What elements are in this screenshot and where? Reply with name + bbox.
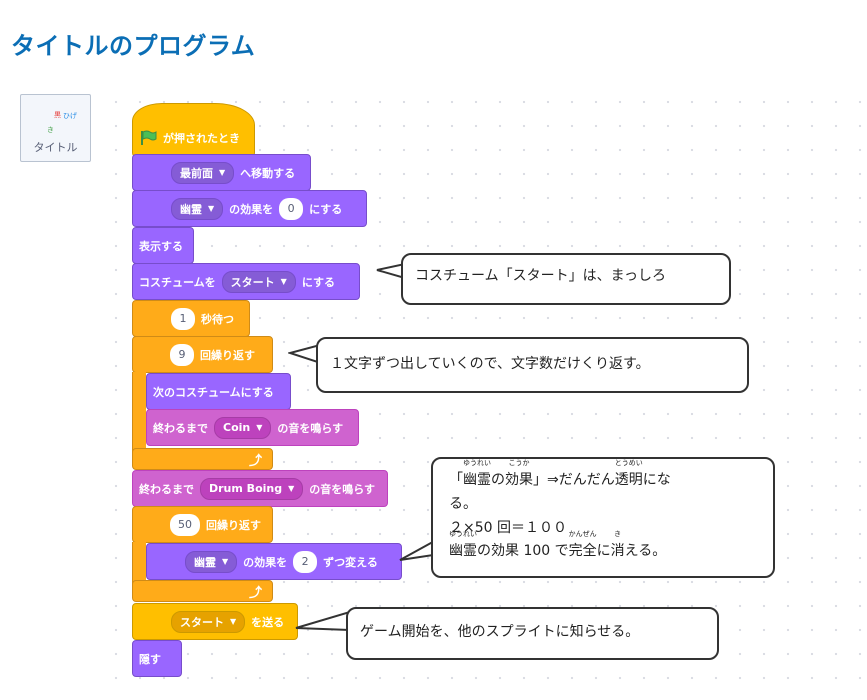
next-costume-block[interactable]: 次のコスチュームにする <box>146 373 291 410</box>
set-effect-label: の効果を <box>229 202 274 216</box>
repeat-header: 9 回繰り返す <box>132 336 273 373</box>
play-sound-suffix: の音を鳴らす <box>309 482 376 496</box>
broadcast-note-text: ゲーム開始を、他のスプライトに知らせる。 <box>360 624 640 640</box>
go-to-layer-label: へ移動する <box>240 166 296 180</box>
wait-seconds-input[interactable]: 1 <box>171 307 195 330</box>
sound-dropdown[interactable]: Coin▼ <box>214 416 272 439</box>
play-sound-label: 終わるまで <box>153 421 208 435</box>
repeat-footer: ⤴ <box>132 448 273 470</box>
show-label: 表示する <box>139 239 183 253</box>
when-flag-clicked-block[interactable]: が押されたとき <box>132 103 255 157</box>
chevron-down-icon: ▼ <box>288 484 295 493</box>
chevron-down-icon: ▼ <box>256 423 263 432</box>
ghost-note-line-2: る。 <box>449 495 477 512</box>
repeat-count-input[interactable]: 9 <box>170 343 194 366</box>
next-costume-label: 次のコスチュームにする <box>153 385 274 399</box>
play-sound-suffix: の音を鳴らす <box>277 421 344 435</box>
play-sound-label: 終わるまで <box>139 482 194 496</box>
sprite-tile[interactable]: 黒 ひげ き タイトル <box>20 94 91 162</box>
chevron-down-icon: ▼ <box>208 204 215 213</box>
hide-block[interactable]: 隠す <box>132 640 182 677</box>
repeat-label: 回繰り返す <box>206 518 261 532</box>
sprite-name: タイトル <box>33 141 78 154</box>
ghost-note-line-4: ゆうれい幽霊の効果 100 でかんぜん完全にき消える。 <box>449 530 667 560</box>
chevron-down-icon: ▼ <box>230 617 237 626</box>
switch-costume-suffix: にする <box>301 275 335 289</box>
repeat-arm-2 <box>132 542 146 584</box>
chevron-down-icon: ▼ <box>219 168 226 177</box>
ghost-note-line-1: 「ゆうれい幽霊のこうか効果」⇒だんだんとうめい透明にな <box>449 459 671 489</box>
effect-change-input[interactable]: 2 <box>293 550 318 573</box>
sound-dropdown[interactable]: Drum Boing▼ <box>200 477 304 500</box>
costume-dropdown[interactable]: スタート▼ <box>221 270 296 293</box>
effect-dropdown[interactable]: 幽霊▼ <box>171 197 224 220</box>
show-block[interactable]: 表示する <box>132 227 194 264</box>
repeat-count-input[interactable]: 50 <box>170 513 200 536</box>
chevron-down-icon: ▼ <box>222 557 229 566</box>
change-effect-suffix: ずつ変える <box>323 555 378 569</box>
message-dropdown[interactable]: スタート▼ <box>171 610 246 633</box>
ghost-note-bubble: 「ゆうれい幽霊のこうか効果」⇒だんだんとうめい透明にな る。 ２×50 回＝１０… <box>431 457 775 578</box>
bubble-tail <box>399 537 440 561</box>
repeat-note-text: １文字ずつ出していくので、文字数だけくり返す。 <box>330 356 650 372</box>
wait-block[interactable]: 1 秒待つ <box>132 300 250 337</box>
repeat-header-2: 50 回繰り返す <box>132 506 273 543</box>
chevron-down-icon: ▼ <box>280 277 287 286</box>
thumb-char-3: き <box>47 126 54 134</box>
costume-note-text: コスチューム「スタート」は、まっしろ <box>415 268 667 284</box>
green-flag-icon <box>141 130 157 145</box>
repeat-label: 回繰り返す <box>200 348 255 362</box>
repeat-footer-2: ⤴ <box>132 580 273 602</box>
wait-label: 秒待つ <box>201 312 234 326</box>
ghost-note-line-3: ２×50 回＝１００ <box>449 519 567 536</box>
repeat-arm <box>132 372 146 452</box>
costume-note-bubble: コスチューム「スタート」は、まっしろ <box>401 253 731 305</box>
repeat-block-2[interactable] <box>132 506 273 543</box>
thumb-char-2: ひげ <box>63 112 77 120</box>
repeat-note-bubble: １文字ずつ出していくので、文字数だけくり返す。 <box>316 337 749 393</box>
effect-value-input[interactable]: 0 <box>279 197 304 220</box>
switch-costume-label: コスチュームを <box>139 275 216 289</box>
loop-arrow-icon: ⤴ <box>248 585 262 601</box>
switch-costume-block[interactable]: コスチュームを スタート▼ にする <box>132 263 360 300</box>
broadcast-note-bubble: ゲーム開始を、他のスプライトに知らせる。 <box>346 607 719 660</box>
page-title: タイトルのプログラム <box>11 32 256 60</box>
sprite-thumbnail: 黒 ひげ き <box>21 101 90 137</box>
change-effect-block[interactable]: 幽霊▼ の効果を 2 ずつ変える <box>146 543 402 580</box>
broadcast-label: を送る <box>251 615 285 629</box>
effect-dropdown[interactable]: 幽霊▼ <box>185 550 238 573</box>
go-to-layer-block[interactable]: 最前面▼ へ移動する <box>132 154 311 191</box>
play-sound-until-done-block[interactable]: 終わるまで Coin▼ の音を鳴らす <box>146 409 359 446</box>
bubble-tail <box>295 611 350 631</box>
thumb-char-1: 黒 <box>54 111 61 119</box>
set-effect-block[interactable]: 幽霊▼ の効果を 0 にする <box>132 190 367 227</box>
loop-arrow-icon: ⤴ <box>248 453 262 469</box>
bubble-tail <box>288 343 324 365</box>
repeat-block[interactable] <box>132 336 273 373</box>
play-sound-until-done-block-2[interactable]: 終わるまで Drum Boing▼ の音を鳴らす <box>132 470 388 507</box>
broadcast-block[interactable]: スタート▼ を送る <box>132 603 298 640</box>
set-effect-suffix: にする <box>309 202 343 216</box>
change-effect-label: の効果を <box>243 555 288 569</box>
flag-clicked-label: が押されたとき <box>163 132 240 145</box>
hide-label: 隠す <box>139 652 161 666</box>
bubble-tail <box>376 263 405 279</box>
layer-dropdown[interactable]: 最前面▼ <box>171 161 235 184</box>
